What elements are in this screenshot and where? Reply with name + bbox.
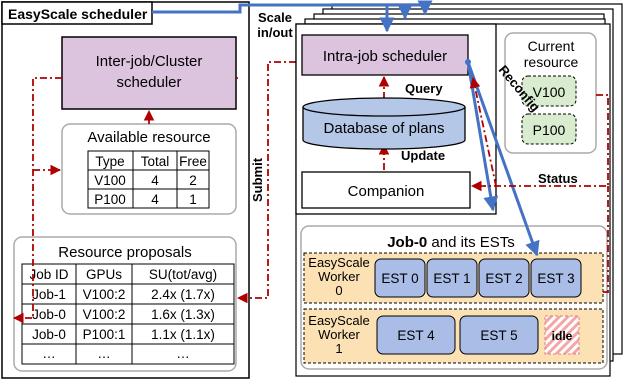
database-label: Database of plans — [324, 120, 445, 137]
est-1-label: EST 1 — [433, 271, 470, 286]
est-5-box — [459, 315, 539, 355]
worker-1: EasyScale Worker 1 EST 4 EST 5 idle — [303, 308, 604, 364]
est-0-label: EST 0 — [381, 271, 418, 286]
job-title-rest: and its ESTs — [427, 234, 515, 251]
companion-label: Companion — [348, 183, 425, 200]
est-1-box — [426, 258, 478, 298]
update-label: Update — [401, 148, 445, 163]
proposal-cell: V100:2 — [83, 287, 126, 302]
proposal-cell: V100:2 — [83, 307, 126, 322]
available-resource-table — [87, 150, 210, 209]
avail-cell: 1 — [189, 192, 197, 207]
avail-cell: 2 — [189, 173, 197, 188]
resource-proposals-table — [21, 263, 235, 365]
est-2-label: EST 2 — [485, 271, 522, 286]
proposal-cell: 2.4x (1.7x) — [151, 287, 215, 302]
intra-job-scheduler: Intra-job scheduler — [301, 34, 469, 76]
idle-label: idle — [552, 329, 573, 343]
est-5-label: EST 5 — [480, 328, 517, 343]
est-3-box — [530, 258, 582, 298]
scale-label-1: Scale — [258, 10, 292, 25]
avail-header-free: Free — [179, 154, 207, 169]
submit-label: Submit — [250, 157, 265, 202]
worker-0-label-2: Worker — [318, 269, 360, 284]
avail-cell: P100 — [94, 192, 126, 207]
worker-1-label-1: EasyScale — [308, 313, 369, 328]
proposal-cell: … — [176, 346, 190, 361]
est-3-label: EST 3 — [537, 271, 574, 286]
proposal-cell: Job-0 — [32, 327, 66, 342]
proposal-header-gpus: GPUs — [86, 267, 122, 282]
est-2-box — [478, 258, 530, 298]
scale-arrows — [152, 0, 433, 33]
gpu-v100-chip — [521, 75, 577, 107]
proposal-header-su: SU(tot/avg) — [149, 267, 217, 282]
worker-1-label-3: 1 — [335, 341, 342, 356]
current-resource-box: Current resource V100 P100 — [504, 32, 597, 154]
est-0-box — [374, 258, 426, 298]
database-of-plans: Database of plans — [302, 97, 466, 150]
worker-0-label-3: 0 — [335, 283, 342, 298]
avail-header-total: Total — [141, 154, 170, 169]
avail-cell: 4 — [151, 192, 159, 207]
submit-arrow: Submit — [236, 61, 296, 304]
worker-0: EasyScale Worker 0 EST 0 EST 1 EST 2 EST… — [303, 252, 604, 304]
avail-cell: 4 — [151, 173, 159, 188]
proposal-cell: 1.1x (1.1x) — [151, 327, 215, 342]
left-feedback-arrows — [12, 77, 238, 324]
proposal-header-jobid: Job ID — [29, 267, 68, 282]
inter-job-scheduler-line1: Inter-job/Cluster — [96, 53, 203, 70]
resource-proposals-box: Resource proposals Job ID GPUs SU(tot/av… — [13, 236, 237, 372]
proposal-cell: P100:1 — [83, 327, 126, 342]
inter-job-scheduler: Inter-job/Cluster scheduler — [61, 36, 237, 110]
job-title-bold: Job-0 — [387, 234, 427, 251]
available-resource-title: Available resource — [87, 129, 210, 146]
worker-0-label-1: EasyScale — [308, 255, 369, 270]
query-label: Query — [405, 81, 443, 96]
current-resource-title-1: Current — [528, 38, 575, 54]
intra-job-scheduler-label: Intra-job scheduler — [323, 48, 447, 65]
avail-header-type: Type — [95, 154, 124, 169]
available-resource-box: Available resource Type Total Free V100 … — [61, 123, 237, 215]
current-resource-title-2: resource — [524, 54, 579, 70]
job-title: Job-0 and its ESTs — [387, 234, 515, 251]
proposal-cell: 1.6x (1.3x) — [151, 307, 215, 322]
idle-slot — [544, 315, 580, 355]
proposal-cell: … — [97, 346, 111, 361]
inter-job-scheduler-line2: scheduler — [116, 74, 181, 91]
gpu-v100-label: V100 — [533, 84, 566, 100]
worker-1-label-2: Worker — [318, 327, 360, 342]
proposal-cell: Job-0 — [32, 307, 66, 322]
proposal-cell: … — [42, 346, 56, 361]
est-4-box — [376, 315, 456, 355]
resource-proposals-title: Resource proposals — [58, 244, 191, 261]
gpu-p100-chip — [521, 113, 577, 145]
avail-cell: V100 — [94, 173, 126, 188]
proposal-cell: Job-1 — [32, 287, 66, 302]
status-label: Status — [538, 171, 578, 186]
gpu-p100-label: P100 — [533, 122, 566, 138]
reconfig-origin — [465, 59, 471, 65]
scale-label-2: in/out — [257, 25, 293, 40]
companion: Companion — [301, 171, 471, 209]
status-arrows — [469, 76, 609, 293]
panel-title: EasyScale scheduler — [8, 6, 148, 22]
est-4-label: EST 4 — [397, 328, 435, 343]
